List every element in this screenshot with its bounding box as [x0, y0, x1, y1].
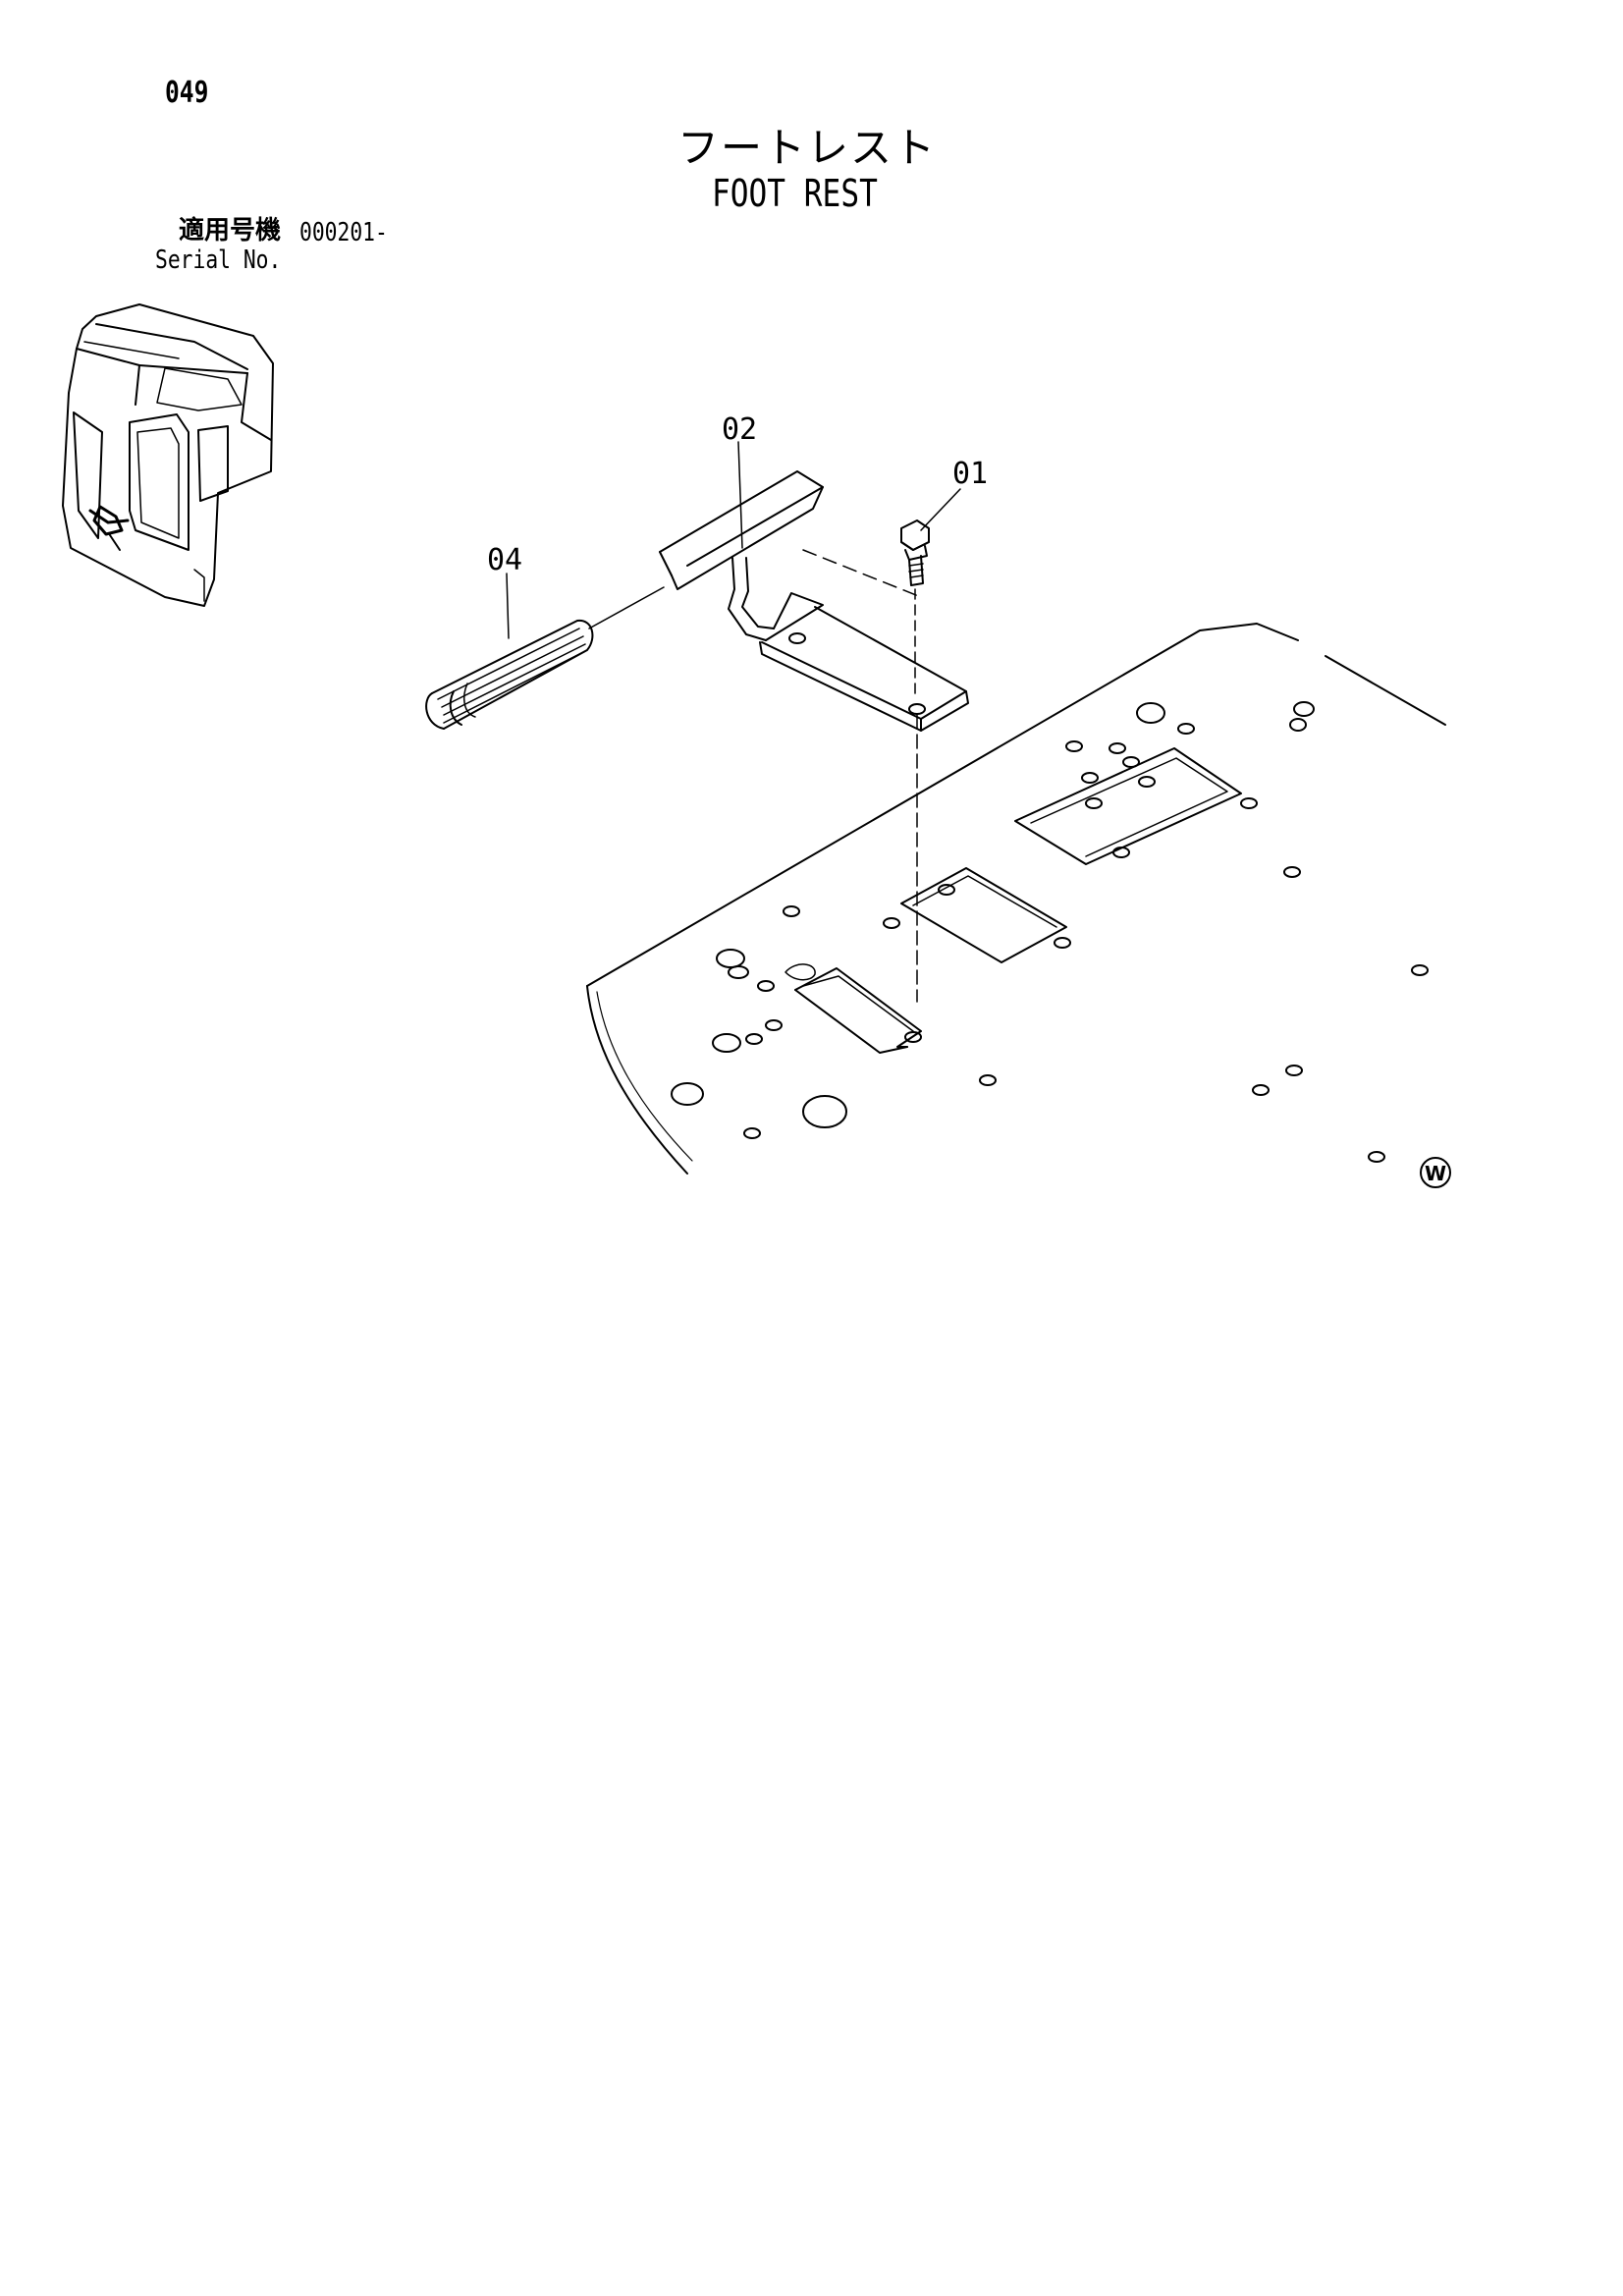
floor-plate-icon	[586, 623, 1446, 1175]
cab-location-icon	[62, 303, 274, 607]
callout-02: 02	[722, 412, 757, 447]
bolt-icon	[900, 519, 930, 586]
marker-letter: W	[1425, 1162, 1446, 1185]
serial-number: 000201-	[299, 218, 388, 247]
callout-04: 04	[487, 543, 522, 577]
serial-label-japanese: 適用号機	[179, 216, 282, 246]
page-title-english: FOOT REST	[712, 172, 878, 215]
circled-w-marker: W	[1420, 1157, 1451, 1188]
assembly-lines	[506, 441, 961, 1003]
page-number: 049	[165, 76, 209, 110]
page-title-japanese: フートレスト	[677, 124, 938, 172]
foot-rest-bracket-icon	[659, 470, 969, 732]
rubber-grip-icon	[425, 619, 594, 730]
callout-01: 01	[952, 457, 988, 491]
serial-label-english: Serial No.	[155, 246, 282, 275]
